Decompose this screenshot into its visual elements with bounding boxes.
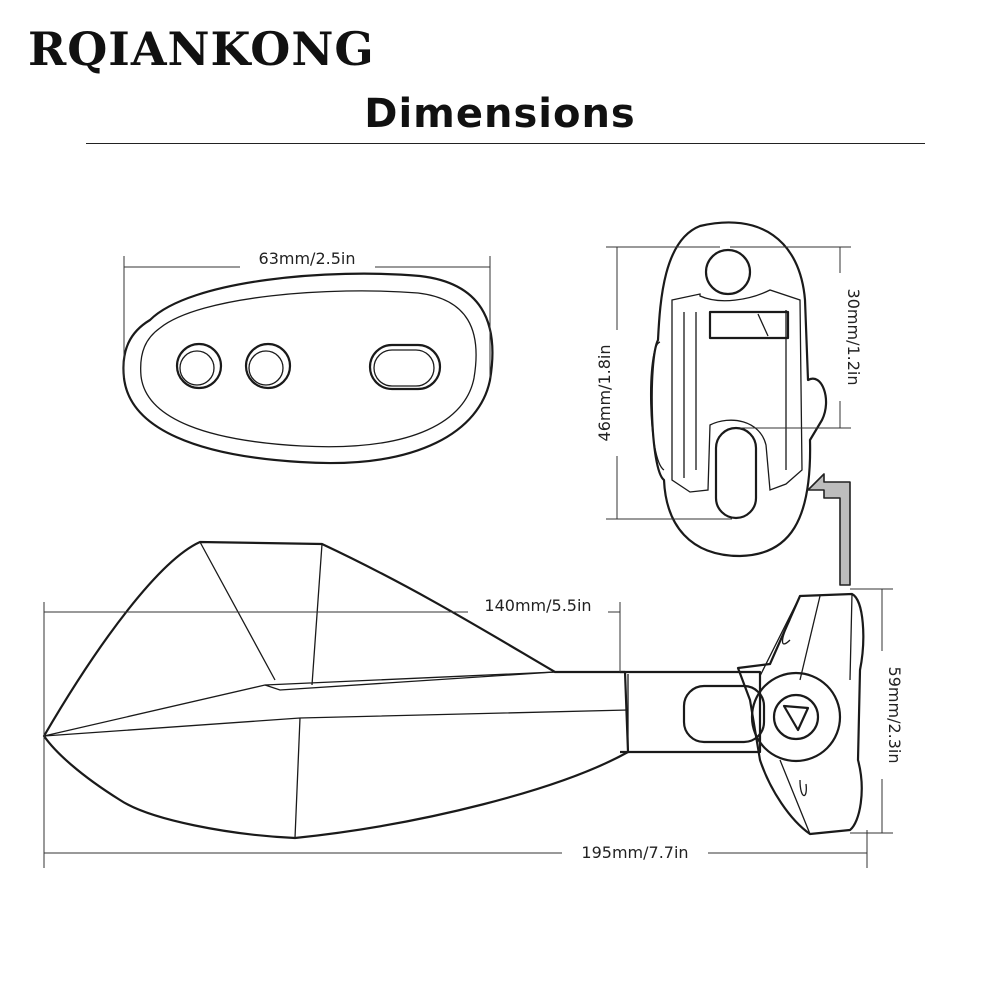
dim-label-base-width: 63mm/2.5in bbox=[259, 249, 356, 268]
clamp-diagram: 46mm/1.8in 30mm/1.2in bbox=[594, 221, 866, 558]
base-plate-inner-outline bbox=[140, 290, 477, 448]
clamp-window bbox=[708, 310, 790, 340]
mount-block-detail bbox=[759, 593, 853, 835]
base-plate-outer-outline bbox=[122, 272, 494, 465]
base-slot-inner bbox=[373, 349, 435, 387]
dim-label-bg-overall-length bbox=[562, 843, 708, 863]
mirror-stem bbox=[620, 670, 762, 754]
dim-label-bg-base-width bbox=[240, 250, 375, 270]
mirror-side-diagram: 140mm/5.5in 195mm/7.7in 59mm/2.3in bbox=[42, 540, 908, 868]
clamp-inner-frame bbox=[671, 289, 803, 493]
base-hole-middle bbox=[244, 342, 292, 390]
connector-arrow bbox=[807, 473, 851, 586]
brand-logo: RQIANKONG bbox=[28, 22, 375, 76]
dim-label-bg-clamp-height bbox=[594, 330, 624, 456]
mount-bolt-head bbox=[772, 693, 820, 741]
mirror-head-facet-lines bbox=[43, 541, 629, 839]
dim-label-bg-mount-height bbox=[878, 651, 908, 779]
dim-label-mount-height: 59mm/2.3in bbox=[885, 667, 904, 764]
title-underline bbox=[86, 143, 925, 144]
dim-label-bg-mirror-length bbox=[468, 596, 608, 616]
mirror-head-outline bbox=[42, 540, 630, 840]
mirror-stem-collar bbox=[682, 684, 766, 744]
base-hole-left-inner bbox=[179, 350, 215, 386]
base-slot bbox=[368, 343, 442, 391]
clamp-window-detail bbox=[757, 313, 769, 337]
clamp-side-lug-left bbox=[649, 341, 665, 471]
clamp-top-hole bbox=[704, 248, 752, 296]
base-hole-middle-inner bbox=[248, 350, 284, 386]
dim-label-mirror-length: 140mm/5.5in bbox=[484, 596, 591, 615]
page-title: Dimensions bbox=[364, 91, 636, 137]
dim-label-bg-clamp-upper bbox=[836, 273, 866, 401]
mount-block-outline bbox=[736, 592, 865, 836]
base-plate-diagram: 63mm/2.5in bbox=[122, 249, 494, 465]
dim-label-clamp-height: 46mm/1.8in bbox=[595, 345, 614, 442]
base-hole-left bbox=[175, 342, 223, 390]
clamp-lower-slot bbox=[714, 426, 758, 520]
mount-bolt-socket bbox=[782, 704, 810, 732]
mirror-head-ridge bbox=[264, 671, 556, 691]
clamp-outer-outline bbox=[650, 221, 828, 558]
mount-bolt-outer bbox=[750, 671, 842, 763]
dim-label-overall-length: 195mm/7.7in bbox=[581, 843, 688, 862]
dim-label-clamp-upper: 30mm/1.2in bbox=[844, 289, 863, 386]
clamp-inner-frame-2 bbox=[683, 310, 787, 478]
